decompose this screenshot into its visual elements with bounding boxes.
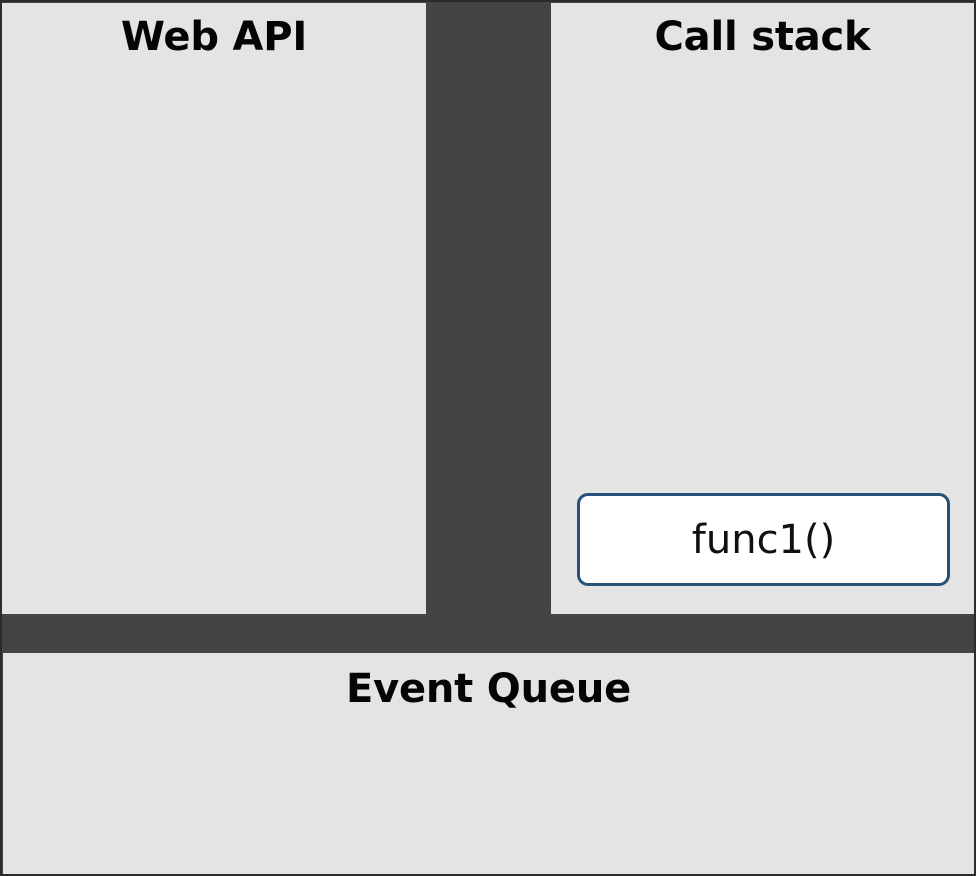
panel-title-call-stack: Call stack [654, 14, 871, 60]
panel-event-queue: Event Queue [3, 653, 974, 874]
stack-frame-func1[interactable]: func1() [577, 493, 950, 586]
panel-web-api: Web API [2, 3, 426, 614]
stack-frame-label: func1() [691, 516, 836, 563]
panel-title-event-queue: Event Queue [345, 666, 632, 712]
panel-title-web-api: Web API [120, 14, 308, 60]
